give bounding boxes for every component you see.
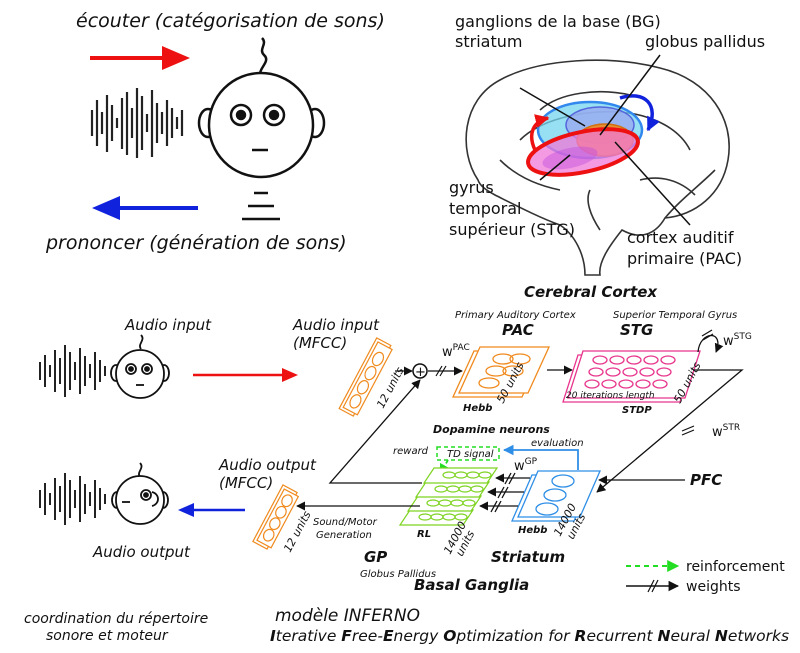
gp-rl-label: RL	[417, 529, 431, 540]
striatum-layer	[511, 470, 601, 522]
stg-shape	[526, 127, 640, 177]
speak-caption: prononcer (génération de sons)	[45, 232, 347, 254]
coordination-label-1: coordination du répertoire	[24, 611, 208, 627]
acronym-rest: ree-	[352, 627, 383, 645]
sound-waveform	[90, 88, 184, 158]
acronym-cap: E	[383, 627, 394, 645]
input-head	[110, 334, 170, 399]
gp-title: GP	[364, 548, 387, 566]
stg-label-3: supérieur (STG)	[449, 220, 575, 239]
audio-input-title: Audio input	[124, 316, 212, 334]
audio-output-title: Audio output	[92, 543, 191, 561]
gp-full-label: Globus Pallidus	[360, 569, 436, 580]
pac-layer	[451, 346, 551, 398]
stg-title: STG	[620, 321, 653, 339]
stg-to-striatum-arrow	[596, 369, 744, 493]
stg-label-2: temporal	[449, 199, 521, 218]
pfc-label: PFC	[690, 471, 722, 489]
reward-arrow	[439, 459, 450, 475]
striatum-to-gp-arrows	[479, 472, 530, 513]
stg-full-label: Superior Temporal Gyrus	[613, 310, 737, 321]
audio-output-mfcc-2: (MFCC)	[219, 474, 273, 492]
audio-input-mfcc-2: (MFCC)	[293, 334, 347, 352]
acronym-cap: O	[443, 627, 456, 645]
speech-lines	[242, 191, 280, 221]
striatum-label: striatum	[455, 32, 522, 51]
w-stg-label: wSTG	[723, 332, 752, 349]
globus-pallidus-label: globus pallidus	[645, 32, 765, 51]
summation-plus: +	[415, 365, 426, 380]
listen-caption: écouter (catégorisation de sons)	[76, 10, 385, 32]
legend: reinforcement weights	[626, 559, 785, 595]
acronym-rest: eural	[670, 627, 714, 645]
gp-feedback-arrow	[328, 379, 422, 484]
acronym-cap: N	[715, 627, 728, 645]
gp-layer	[398, 467, 499, 526]
output-head	[111, 462, 169, 525]
output-waveform	[39, 473, 106, 525]
input-units-layer	[338, 337, 393, 417]
audio-output-mfcc-1: Audio output	[218, 456, 317, 474]
acronym-rest: terative	[276, 627, 342, 645]
striatum-hebb-label: Hebb	[518, 525, 547, 536]
acronym-rest: etworks	[728, 627, 789, 645]
w-gp-label: wGP	[514, 457, 538, 474]
pac-label-1: cortex auditif	[627, 228, 734, 247]
output-units-layer	[252, 484, 300, 550]
w-pac-label: wPAC	[442, 343, 470, 360]
acronym-rest: nergy	[394, 627, 444, 645]
basal-ganglia-title: Basal Ganglia	[414, 576, 529, 594]
w-stg-slash	[701, 329, 714, 341]
w-pac-slash	[435, 365, 447, 377]
evaluation-arrow	[502, 444, 579, 470]
model-acronym: Iterative Free-Energy Optimization for R…	[270, 627, 789, 645]
reward-label: reward	[393, 446, 429, 457]
dopamine-label: Dopamine neurons	[433, 423, 550, 436]
w-str-slash	[681, 425, 695, 436]
input-arrow	[193, 368, 298, 382]
stg-stdp-label: STDP	[622, 405, 652, 416]
pac-full-label: Primary Auditory Cortex	[455, 310, 576, 321]
pac-label-2: primaire (PAC)	[627, 249, 742, 268]
brain-blue-arrow	[619, 94, 660, 132]
brain-pointer-lines	[519, 54, 691, 226]
sound-motor-label-1: Sound/Motor	[313, 517, 378, 528]
td-signal-box	[436, 446, 500, 461]
model-name: modèle INFERNO	[275, 606, 420, 626]
brain-red-arrow	[530, 114, 550, 151]
stg-layer	[562, 350, 701, 403]
striatum-title: Striatum	[491, 548, 565, 566]
acronym-cap: R	[575, 627, 587, 645]
evaluation-label: evaluation	[531, 438, 584, 449]
output-arrow	[178, 503, 245, 517]
legend-weights-label: weights	[686, 579, 741, 595]
acronym-rest: ecurrent	[586, 627, 657, 645]
stg-recurrent-arrow	[697, 335, 724, 353]
acronym-cap: I	[270, 627, 276, 645]
cerebral-cortex-title: Cerebral Cortex	[524, 283, 658, 301]
stg-label-1: gyrus	[449, 178, 494, 197]
speak-arrow	[92, 196, 198, 220]
acronym-rest: ptimization for	[455, 627, 574, 645]
td-signal-label: TD signal	[447, 449, 494, 460]
listen-arrow	[90, 46, 190, 70]
acronym-cap: F	[341, 627, 352, 645]
bg-label: ganglions de la base (BG)	[455, 12, 661, 31]
sound-motor-label-2: Generation	[316, 530, 372, 541]
acronym-cap: N	[657, 627, 670, 645]
pac-title: PAC	[502, 321, 534, 339]
summation-node	[412, 363, 428, 379]
pac-hebb-label: Hebb	[463, 403, 492, 414]
coordination-label-2: sonore et moteur	[46, 628, 169, 644]
stg-iterations-label: 20 iterations length	[566, 391, 655, 401]
input-waveform	[39, 345, 106, 397]
audio-input-mfcc-1: Audio input	[292, 316, 380, 334]
w-str-label: wSTR	[712, 423, 740, 440]
legend-reinforcement-label: reinforcement	[686, 559, 785, 575]
listener-head	[197, 37, 326, 179]
